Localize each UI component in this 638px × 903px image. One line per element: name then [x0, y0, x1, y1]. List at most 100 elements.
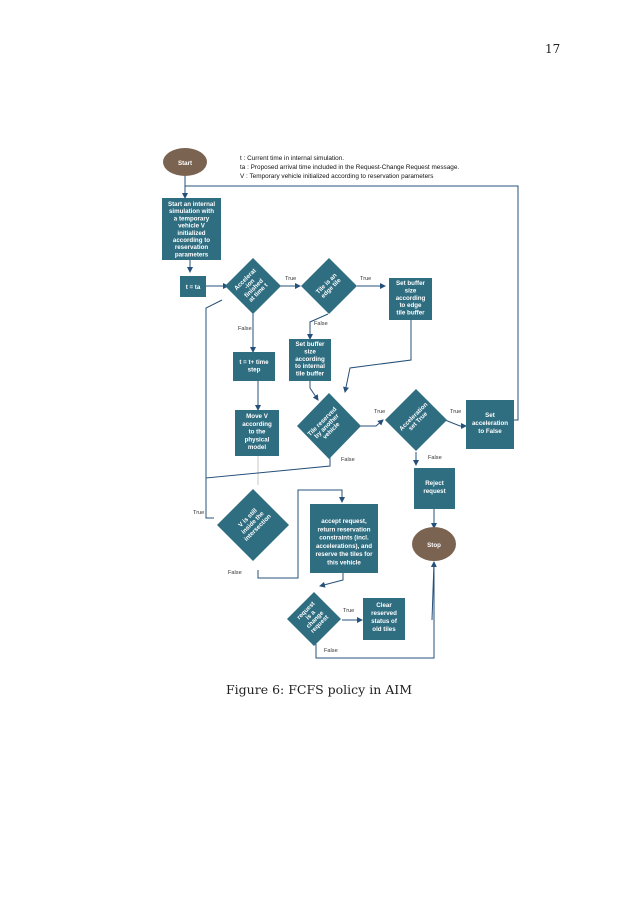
label-accel-false: False [238, 326, 252, 332]
node-still-in: V is stillinside theintersection [217, 489, 289, 561]
edge-stillin-accept [257, 489, 345, 579]
figure-caption: Figure 6: FCFS policy in AIM [226, 682, 412, 697]
node-label-line: tile buffer [396, 310, 425, 317]
label-change-false: False [324, 648, 338, 654]
edge-stillin-true-loop [205, 475, 214, 519]
node-stop: Stop [412, 527, 456, 561]
node-start-text: Start [178, 160, 192, 167]
node-accept-text: accept request,return reservation constra… [315, 518, 373, 567]
node-label-line: to the [249, 429, 266, 436]
node-label-line: status of [371, 618, 398, 625]
node-accel-true: Accelerationset True [385, 389, 447, 451]
label-accel-true: True [285, 276, 296, 282]
node-label-line: Reject [425, 480, 444, 487]
edge-setfalse-loop [184, 185, 519, 421]
node-tile-reserved: Tile reservedby anothervehicle [297, 393, 361, 459]
node-label-line: reservation [175, 244, 209, 251]
node-stop-text: Stop [427, 542, 441, 549]
node-label-line: a temporary [174, 215, 210, 222]
edge-change-false-stop [315, 563, 435, 659]
edge-accel-setfalse [444, 419, 467, 429]
legend-line-t: t : Current time in internal simulation. [240, 155, 344, 162]
node-label-line: accept request, [321, 518, 367, 525]
node-label-line: to edge [399, 302, 422, 309]
node-label-line: Set buffer [396, 280, 425, 287]
node-label-line: acceleration [472, 420, 508, 427]
label-stillin-true: True [193, 510, 204, 516]
node-label-line: model [248, 444, 267, 451]
connectors [182, 176, 519, 659]
node-label-line: according to [173, 237, 210, 244]
node-label-line: physical [245, 436, 270, 443]
node-t-eq-ta-text: t = ta [186, 284, 201, 291]
node-label-line: vehicle V [178, 223, 206, 230]
node-label-line: according [295, 356, 325, 363]
node-label-line: to internal [295, 363, 325, 370]
node-label-line: request [423, 488, 445, 495]
node-label-line: Set buffer [296, 341, 325, 348]
label-acceltrue-false: False [428, 455, 442, 461]
node-label-line: step [248, 366, 261, 373]
legend-line-ta: ta : Proposed arrival time included in t… [240, 164, 459, 171]
node-label-line: simulation with [169, 208, 214, 215]
edge-edgetile-internal [307, 313, 329, 340]
label-edgetile-true: True [360, 276, 371, 282]
node-change-req: requestis achangerequest [287, 592, 341, 646]
node-label-line: return reservation [318, 526, 371, 533]
node-label-line: reserve the tiles for [315, 551, 373, 558]
edge-labels: True True False False True True False Fa… [193, 276, 461, 654]
edge-reserved-accel [358, 419, 384, 427]
edge-internal-reserved [309, 381, 319, 401]
node-accept: accept request,return reservation constra… [310, 504, 378, 573]
node-t-eq-ta: t = ta [180, 276, 206, 297]
label-reserved-false: False [341, 457, 355, 463]
node-label-line: to False [478, 428, 502, 435]
node-label-line: initialized [177, 230, 205, 237]
node-label-line: constraints (incl. [319, 535, 369, 542]
node-label-line: t = t+ time [239, 359, 269, 366]
node-label-line: Move V [246, 413, 269, 420]
node-accel-done: Accelerat-ionfinishedat time t [225, 258, 281, 314]
node-label-line: size [304, 348, 316, 355]
page-number: 17 [545, 42, 561, 56]
legend-line-v: V : Temporary vehicle initialized accord… [240, 173, 433, 180]
node-label-line: accelerations), and [316, 543, 372, 550]
legend: t : Current time in internal simulation.… [240, 155, 459, 180]
node-edge-tile: Tile is anedge tile [301, 258, 357, 314]
edge-accept-change [319, 572, 344, 588]
node-label-line: tile buffer [296, 371, 325, 378]
node-label-line: Clear [376, 602, 392, 609]
label-stillin-false: False [228, 570, 242, 576]
node-label-line: Start an internal [168, 201, 215, 208]
label-change-true: True [343, 608, 354, 614]
node-label-line: reserved [371, 610, 397, 617]
label-acceltrue-true: True [450, 409, 461, 415]
node-label-line: according [396, 295, 426, 302]
node-label-line: old tiles [372, 626, 396, 633]
node-label-line: parameters [175, 251, 209, 258]
node-label-line: according [242, 421, 272, 428]
label-edgetile-false: False [314, 321, 328, 327]
node-label-line: Set [485, 412, 495, 419]
node-start: Start [163, 148, 207, 176]
edge-edgebuffer-reserved [343, 320, 412, 393]
node-label-line: this vehicle [327, 560, 361, 567]
label-reserved-true: True [374, 409, 385, 415]
